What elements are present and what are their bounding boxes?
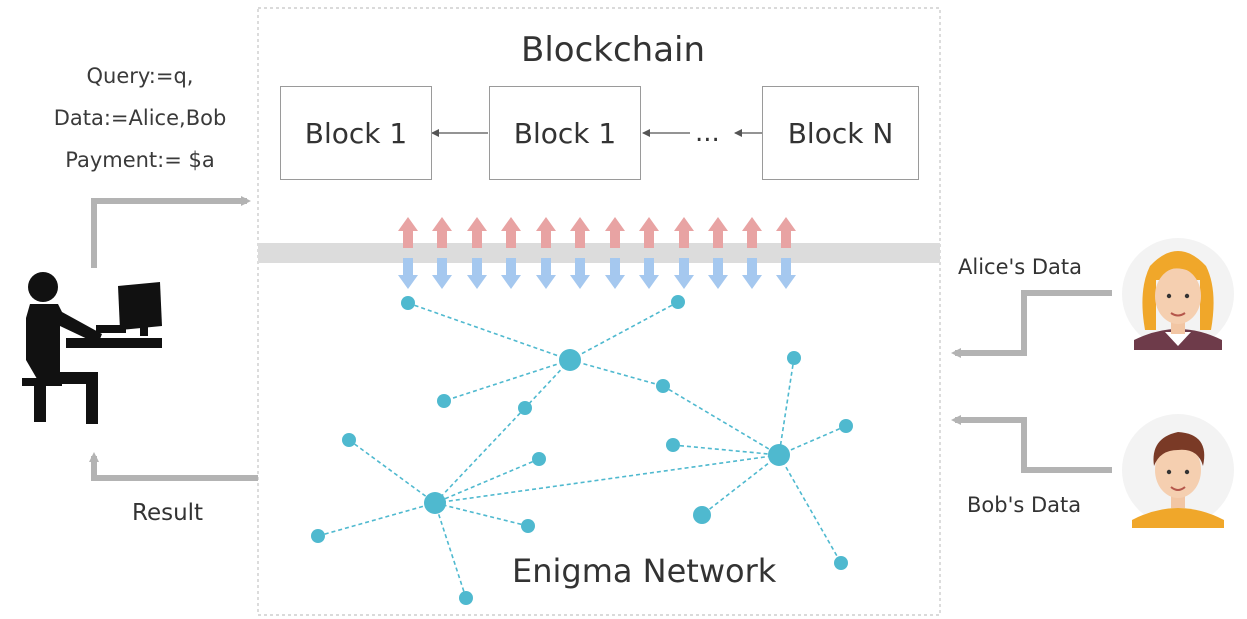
down-arrow: [639, 258, 659, 289]
network-edge: [662, 385, 780, 456]
network-node: [834, 556, 848, 570]
up-arrow: [674, 217, 694, 248]
network-node: [342, 433, 356, 447]
network-node: [693, 506, 711, 524]
alice-data-arrow: [951, 290, 1112, 358]
alice-data-label: Alice's Data: [958, 255, 1083, 279]
network-edges: [317, 301, 847, 599]
network-node: [401, 296, 415, 310]
network-node: [532, 452, 546, 466]
up-arrow: [776, 217, 796, 248]
up-arrow: [467, 217, 487, 248]
query-arrow: [91, 196, 251, 268]
up-arrow: [501, 217, 521, 248]
network-node: [787, 351, 801, 365]
network-edge: [778, 357, 795, 456]
down-arrow: [708, 258, 728, 289]
network-edge: [434, 407, 526, 504]
blockchain-title: Blockchain: [521, 30, 706, 70]
network-edge: [348, 439, 436, 504]
flow-arrows: [89, 196, 1112, 481]
result-arrow: [89, 452, 258, 481]
down-arrow: [776, 258, 796, 289]
network-node: [656, 379, 670, 393]
network-node: [559, 349, 581, 371]
network-edge: [317, 502, 436, 537]
bob-avatar-icon: [1122, 414, 1234, 528]
bob-data-label: Bob's Data: [967, 493, 1082, 517]
network-edge: [434, 458, 540, 504]
down-arrow: [742, 258, 762, 289]
block-2-label: Block 1: [513, 116, 617, 150]
block-n-label: Block N: [787, 116, 894, 150]
down-arrow: [570, 258, 590, 289]
sync-arrows: [398, 217, 796, 289]
network-node: [768, 444, 790, 466]
network-edge: [778, 425, 847, 456]
network-edge: [434, 502, 467, 599]
network-node: [671, 295, 685, 309]
network-node: [521, 519, 535, 533]
network-node: [311, 529, 325, 543]
separator-band: [258, 243, 940, 263]
network-node: [666, 438, 680, 452]
network-nodes: [311, 295, 853, 605]
up-arrow: [639, 217, 659, 248]
network-edge: [407, 302, 571, 361]
down-arrow: [501, 258, 521, 289]
block-ellipsis: ...: [695, 118, 720, 148]
block-1-label: Block 1: [304, 116, 408, 150]
up-arrow: [398, 217, 418, 248]
data-text: Data:=Alice,Bob: [53, 106, 227, 130]
up-arrow: [742, 217, 762, 248]
down-arrow: [605, 258, 625, 289]
network-edge: [434, 502, 529, 527]
down-arrow: [467, 258, 487, 289]
person-at-computer-icon: [22, 272, 162, 424]
alice-avatar-icon: [1122, 238, 1234, 350]
up-arrow: [570, 217, 590, 248]
network-edge: [569, 359, 664, 387]
network-edge: [701, 454, 780, 516]
down-arrow: [432, 258, 452, 289]
down-arrow: [674, 258, 694, 289]
block-n: Block N: [762, 86, 919, 180]
network-node: [437, 394, 451, 408]
network-node: [424, 492, 446, 514]
network-edge: [672, 444, 780, 456]
result-label: Result: [132, 500, 204, 526]
bob-data-arrow: [951, 415, 1112, 473]
network-edge: [434, 454, 780, 504]
block-1: Block 1: [280, 86, 432, 180]
network-node: [839, 419, 853, 433]
up-arrow: [536, 217, 556, 248]
up-arrow: [708, 217, 728, 248]
payment-text: Payment:= $a: [65, 148, 215, 172]
block-2: Block 1: [489, 86, 641, 180]
up-arrow: [605, 217, 625, 248]
network-label: Enigma Network: [512, 552, 777, 590]
up-arrow: [432, 217, 452, 248]
network-node: [459, 591, 473, 605]
network-edge: [443, 359, 571, 402]
network-node: [518, 401, 532, 415]
query-text: Query:=q,: [86, 64, 194, 88]
down-arrow: [536, 258, 556, 289]
down-arrow: [398, 258, 418, 289]
